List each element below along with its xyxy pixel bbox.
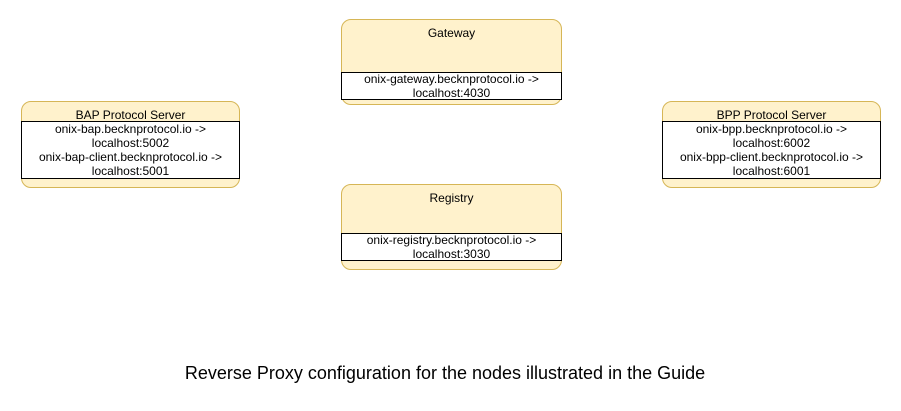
diagram-caption: Reverse Proxy configuration for the node… [184, 363, 706, 383]
node-gateway: Gateway onix-gateway.becknprotocol.io ->… [341, 19, 562, 105]
mapping-line: onix-bap-client.becknprotocol.io -> [38, 150, 223, 164]
mapping-line: onix-gateway.becknprotocol.io -> [364, 72, 539, 86]
mapping-line: localhost:5002 [91, 136, 170, 150]
mapping-line: localhost:6002 [732, 136, 811, 150]
registry-mapping-box: onix-registry.becknprotocol.io -> localh… [341, 233, 562, 261]
bpp-title: BPP Protocol Server [716, 108, 827, 122]
mapping-line: onix-bap.becknprotocol.io -> [54, 122, 207, 136]
bap-title: BAP Protocol Server [75, 108, 186, 122]
registry-title: Registry [429, 191, 474, 205]
bap-mapping-box: onix-bap.becknprotocol.io -> localhost:5… [21, 121, 240, 179]
mapping-line: localhost:4030 [412, 86, 491, 100]
node-bap-protocol-server: BAP Protocol Server onix-bap.becknprotoc… [21, 101, 240, 188]
mapping-line: onix-bpp-client.becknprotocol.io -> [679, 150, 864, 164]
mapping-line: localhost:6001 [732, 164, 811, 178]
bpp-mapping-box: onix-bpp.becknprotocol.io -> localhost:6… [662, 121, 881, 179]
mapping-line: onix-bpp.becknprotocol.io -> [695, 122, 848, 136]
gateway-mapping-box: onix-gateway.becknprotocol.io -> localho… [341, 72, 562, 100]
mapping-line: onix-registry.becknprotocol.io -> [366, 233, 537, 247]
gateway-title: Gateway [427, 26, 476, 40]
mapping-line: localhost:3030 [412, 247, 491, 261]
node-bpp-protocol-server: BPP Protocol Server onix-bpp.becknprotoc… [662, 101, 881, 188]
mapping-line: localhost:5001 [91, 164, 170, 178]
node-registry: Registry onix-registry.becknprotocol.io … [341, 184, 562, 270]
